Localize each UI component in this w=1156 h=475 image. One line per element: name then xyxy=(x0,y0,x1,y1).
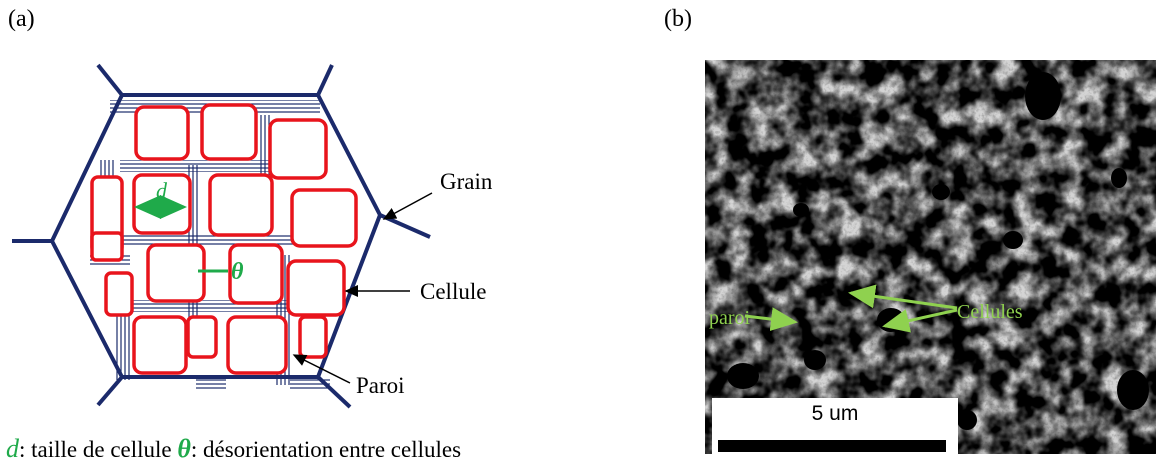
cell-label: Cellule xyxy=(420,279,486,304)
cell xyxy=(286,259,346,317)
grain-pointer-arrow xyxy=(382,192,433,220)
cell xyxy=(228,243,284,305)
cell xyxy=(290,188,358,248)
wall-pointer-arrow xyxy=(292,354,351,384)
cell xyxy=(132,315,188,375)
cell xyxy=(200,103,258,161)
scale-bar-line xyxy=(718,440,946,452)
caption-theta-symbol: θ xyxy=(177,434,191,463)
caption-theta-text: : désorientation entre cellules xyxy=(190,437,462,462)
cell xyxy=(134,105,190,161)
grain-boundary xyxy=(12,63,431,409)
panel-b-label: (b) xyxy=(664,6,692,32)
scale-bar: 5 um xyxy=(712,398,958,454)
panel-a-label: (a) xyxy=(8,6,35,32)
cell xyxy=(208,173,274,237)
micrograph-wall-label: paroi xyxy=(709,307,751,329)
caption-d-text: : taille de cellule xyxy=(19,437,172,462)
cell-size-symbol: d xyxy=(156,178,168,203)
micrograph-cell-arrow-2 xyxy=(882,308,958,333)
cell xyxy=(90,231,124,262)
cell xyxy=(186,315,218,359)
scale-bar-label: 5 um xyxy=(811,402,859,425)
cell xyxy=(268,118,328,180)
grain-schematic: d θ Grain Cellule Paroi xyxy=(12,63,493,409)
cell xyxy=(146,243,206,303)
misorientation-symbol: θ xyxy=(231,259,244,285)
figure-caption: d: taille de cellule θ: désorientation e… xyxy=(6,434,461,464)
micrograph-dark-spots xyxy=(727,72,1149,430)
cell xyxy=(226,315,288,375)
micrograph-cells-label: Cellules xyxy=(957,301,1023,323)
cell xyxy=(104,271,134,317)
cell xyxy=(298,315,328,359)
micrograph-wall-arrow xyxy=(744,307,798,332)
grain-label: Grain xyxy=(440,169,493,194)
caption-d-symbol: d xyxy=(6,434,19,463)
micrograph-cell-arrow-1 xyxy=(848,284,958,310)
micrograph-image: paroi Cellules xyxy=(705,60,1156,454)
wall-label: Paroi xyxy=(356,373,405,398)
